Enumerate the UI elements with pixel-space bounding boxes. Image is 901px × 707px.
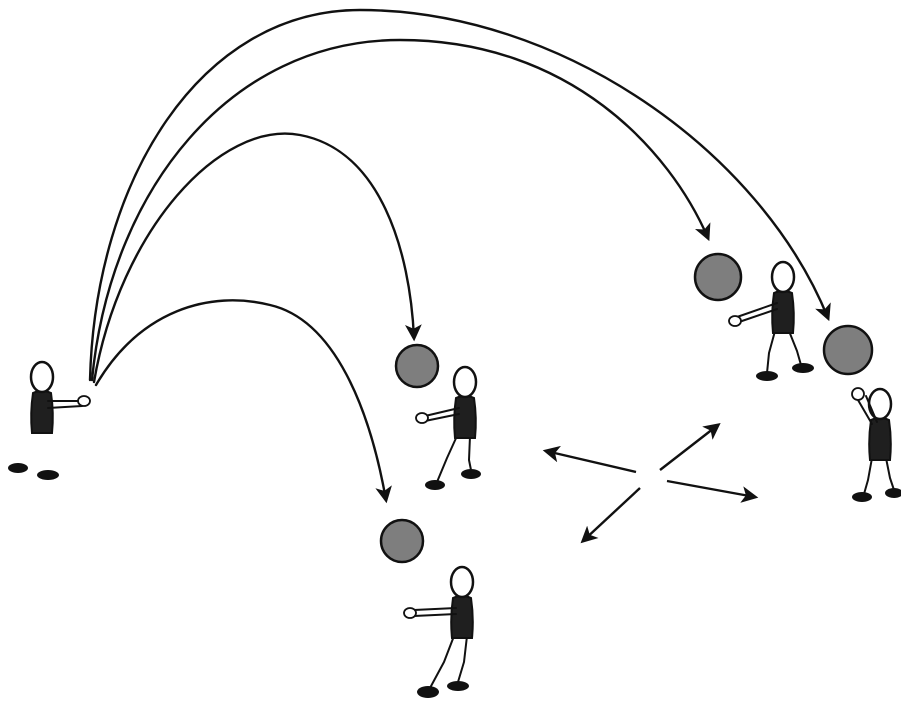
- movement-arrow-up-right: [660, 425, 718, 470]
- ball-icon: [824, 326, 872, 374]
- movement-arrows: [546, 425, 755, 541]
- player-receiving-icon: [404, 567, 473, 698]
- ball-icon: [396, 345, 438, 387]
- throw-arc-middle: [94, 134, 414, 382]
- player-receiver-bottom: [404, 567, 473, 698]
- player-thrower: [8, 362, 90, 480]
- player-receiver-far-right: [852, 388, 901, 502]
- ball-icon: [695, 254, 741, 300]
- movement-arrow-left: [546, 451, 636, 472]
- throw-arc-upper-right: [92, 40, 708, 380]
- throw-arc-far: [90, 10, 828, 380]
- ball-icon: [381, 520, 423, 562]
- player-receiving-icon: [852, 388, 901, 502]
- movement-arrow-right: [667, 481, 755, 497]
- player-throwing-icon: [8, 362, 90, 480]
- movement-arrow-down-left: [583, 488, 640, 541]
- throw-arc-near: [96, 300, 386, 500]
